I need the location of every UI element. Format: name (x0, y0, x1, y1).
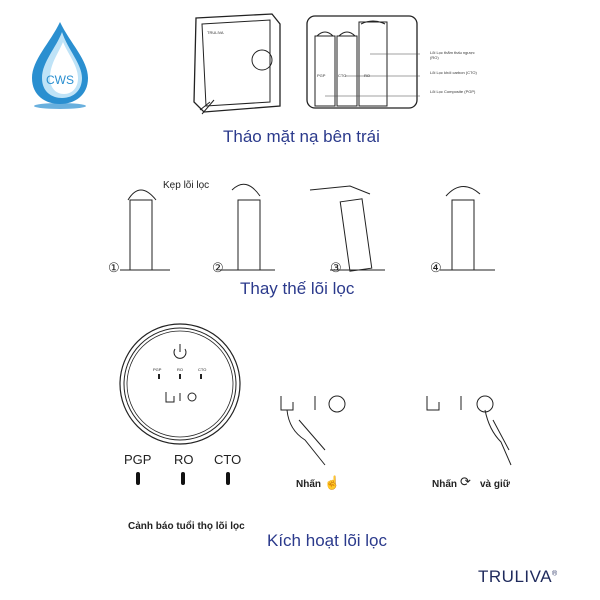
control-panel-drawing (119, 323, 241, 445)
power-icon (173, 344, 187, 359)
indicator-ro (181, 472, 185, 485)
brand-name: TRULIVA (478, 567, 553, 586)
logo-text: CWS (46, 73, 74, 87)
purifier-open-drawing (306, 15, 420, 109)
press-touch-drawing (280, 395, 346, 466)
reset-icon: ⟳ (460, 474, 471, 489)
section2-title: Thay thế lõi lọc (240, 279, 355, 298)
step3-drawing (309, 185, 385, 272)
clip-label: Kẹp lõi lọc (163, 180, 210, 191)
step-2-number: ② (212, 260, 224, 275)
reset-icon (187, 392, 197, 402)
purifier-front-drawing (193, 13, 281, 115)
cartridge-replacement-drawings (120, 183, 495, 272)
callout-cto: Lõi Lọc khối carbon (CTO) (430, 70, 477, 75)
cartridge-label-ro: RO (364, 73, 370, 78)
press-hold-caption: Nhấn (432, 479, 457, 490)
cartridge-label-cto: CTO (338, 73, 347, 78)
panel-label-pgp: PGP (153, 367, 162, 372)
cws-logo: CWS (20, 18, 100, 110)
step2-drawing (220, 183, 275, 271)
section1-title: Tháo mặt nạ bên trái (223, 127, 380, 146)
indicator-label-pgp: PGP (124, 452, 152, 467)
indicator-label-ro: RO (174, 452, 194, 467)
callout-pgp: Lõi Lọc Composite (PGP) (430, 89, 476, 94)
indicator-label-cto: CTO (214, 452, 242, 467)
step4-drawing (440, 186, 495, 271)
step-4-number: ④ (430, 260, 442, 275)
warning-caption: Cảnh báo tuổi thọ lõi lọc (128, 521, 245, 532)
callout-ro: Lõi Lọc thẩm thấu ngược (RO) (430, 50, 475, 60)
truliva-brand: TRULIVA® (478, 567, 558, 587)
water-drop-icon (32, 22, 88, 109)
cartridge-label-pgp: PGP (317, 73, 326, 78)
press-caption: Nhấn (296, 479, 321, 490)
touch-icon (165, 392, 175, 403)
touch-icon: ☝ (324, 475, 341, 490)
panel-label-cto: CTO (198, 367, 207, 372)
section3-title: Kích hoạt lõi lọc (267, 531, 388, 550)
indicator-pgp (136, 472, 140, 485)
device-brand-label: TRULIVA (207, 30, 224, 35)
step1-drawing (120, 189, 170, 271)
registered-mark: ® (552, 570, 558, 578)
press-hold-suffix: và giữ (480, 479, 511, 490)
panel-label-ro: RO (177, 367, 183, 372)
step-1-number: ① (108, 260, 120, 275)
indicator-cto (226, 472, 230, 485)
press-hold-reset-drawing (426, 395, 512, 466)
step-3-number: ③ (330, 260, 342, 275)
